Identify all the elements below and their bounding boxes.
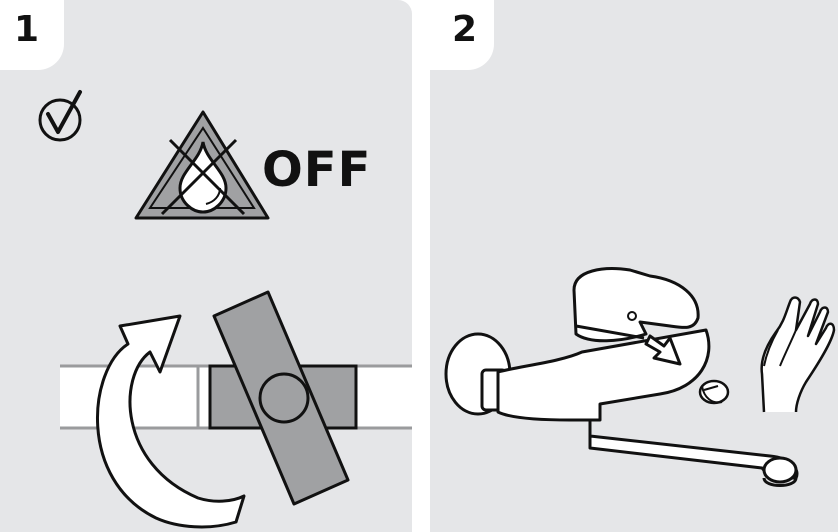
step-1-illustration bbox=[38, 90, 412, 529]
curved-arrow-icon bbox=[96, 314, 246, 529]
water-drop-crossed-triangle-icon bbox=[134, 110, 270, 220]
hand-icon bbox=[760, 296, 836, 413]
step-2-panel: 2 bbox=[430, 0, 838, 532]
step-2-illustration bbox=[444, 267, 836, 487]
cap-icon bbox=[698, 379, 730, 405]
valve-handle-icon bbox=[208, 290, 358, 506]
wall-mounted-faucet-icon bbox=[496, 267, 711, 422]
pull-arrow-icon bbox=[644, 334, 682, 366]
status-label-off: OFF bbox=[262, 142, 372, 198]
step-1-number: 1 bbox=[14, 9, 40, 50]
step-1-panel: 1 bbox=[0, 0, 412, 532]
step-2-tab: 2 bbox=[430, 0, 494, 70]
faucet-spout bbox=[588, 410, 799, 487]
step-2-number: 2 bbox=[452, 9, 478, 50]
step-1-tab: 1 bbox=[0, 0, 64, 70]
check-circle-icon bbox=[38, 90, 82, 142]
